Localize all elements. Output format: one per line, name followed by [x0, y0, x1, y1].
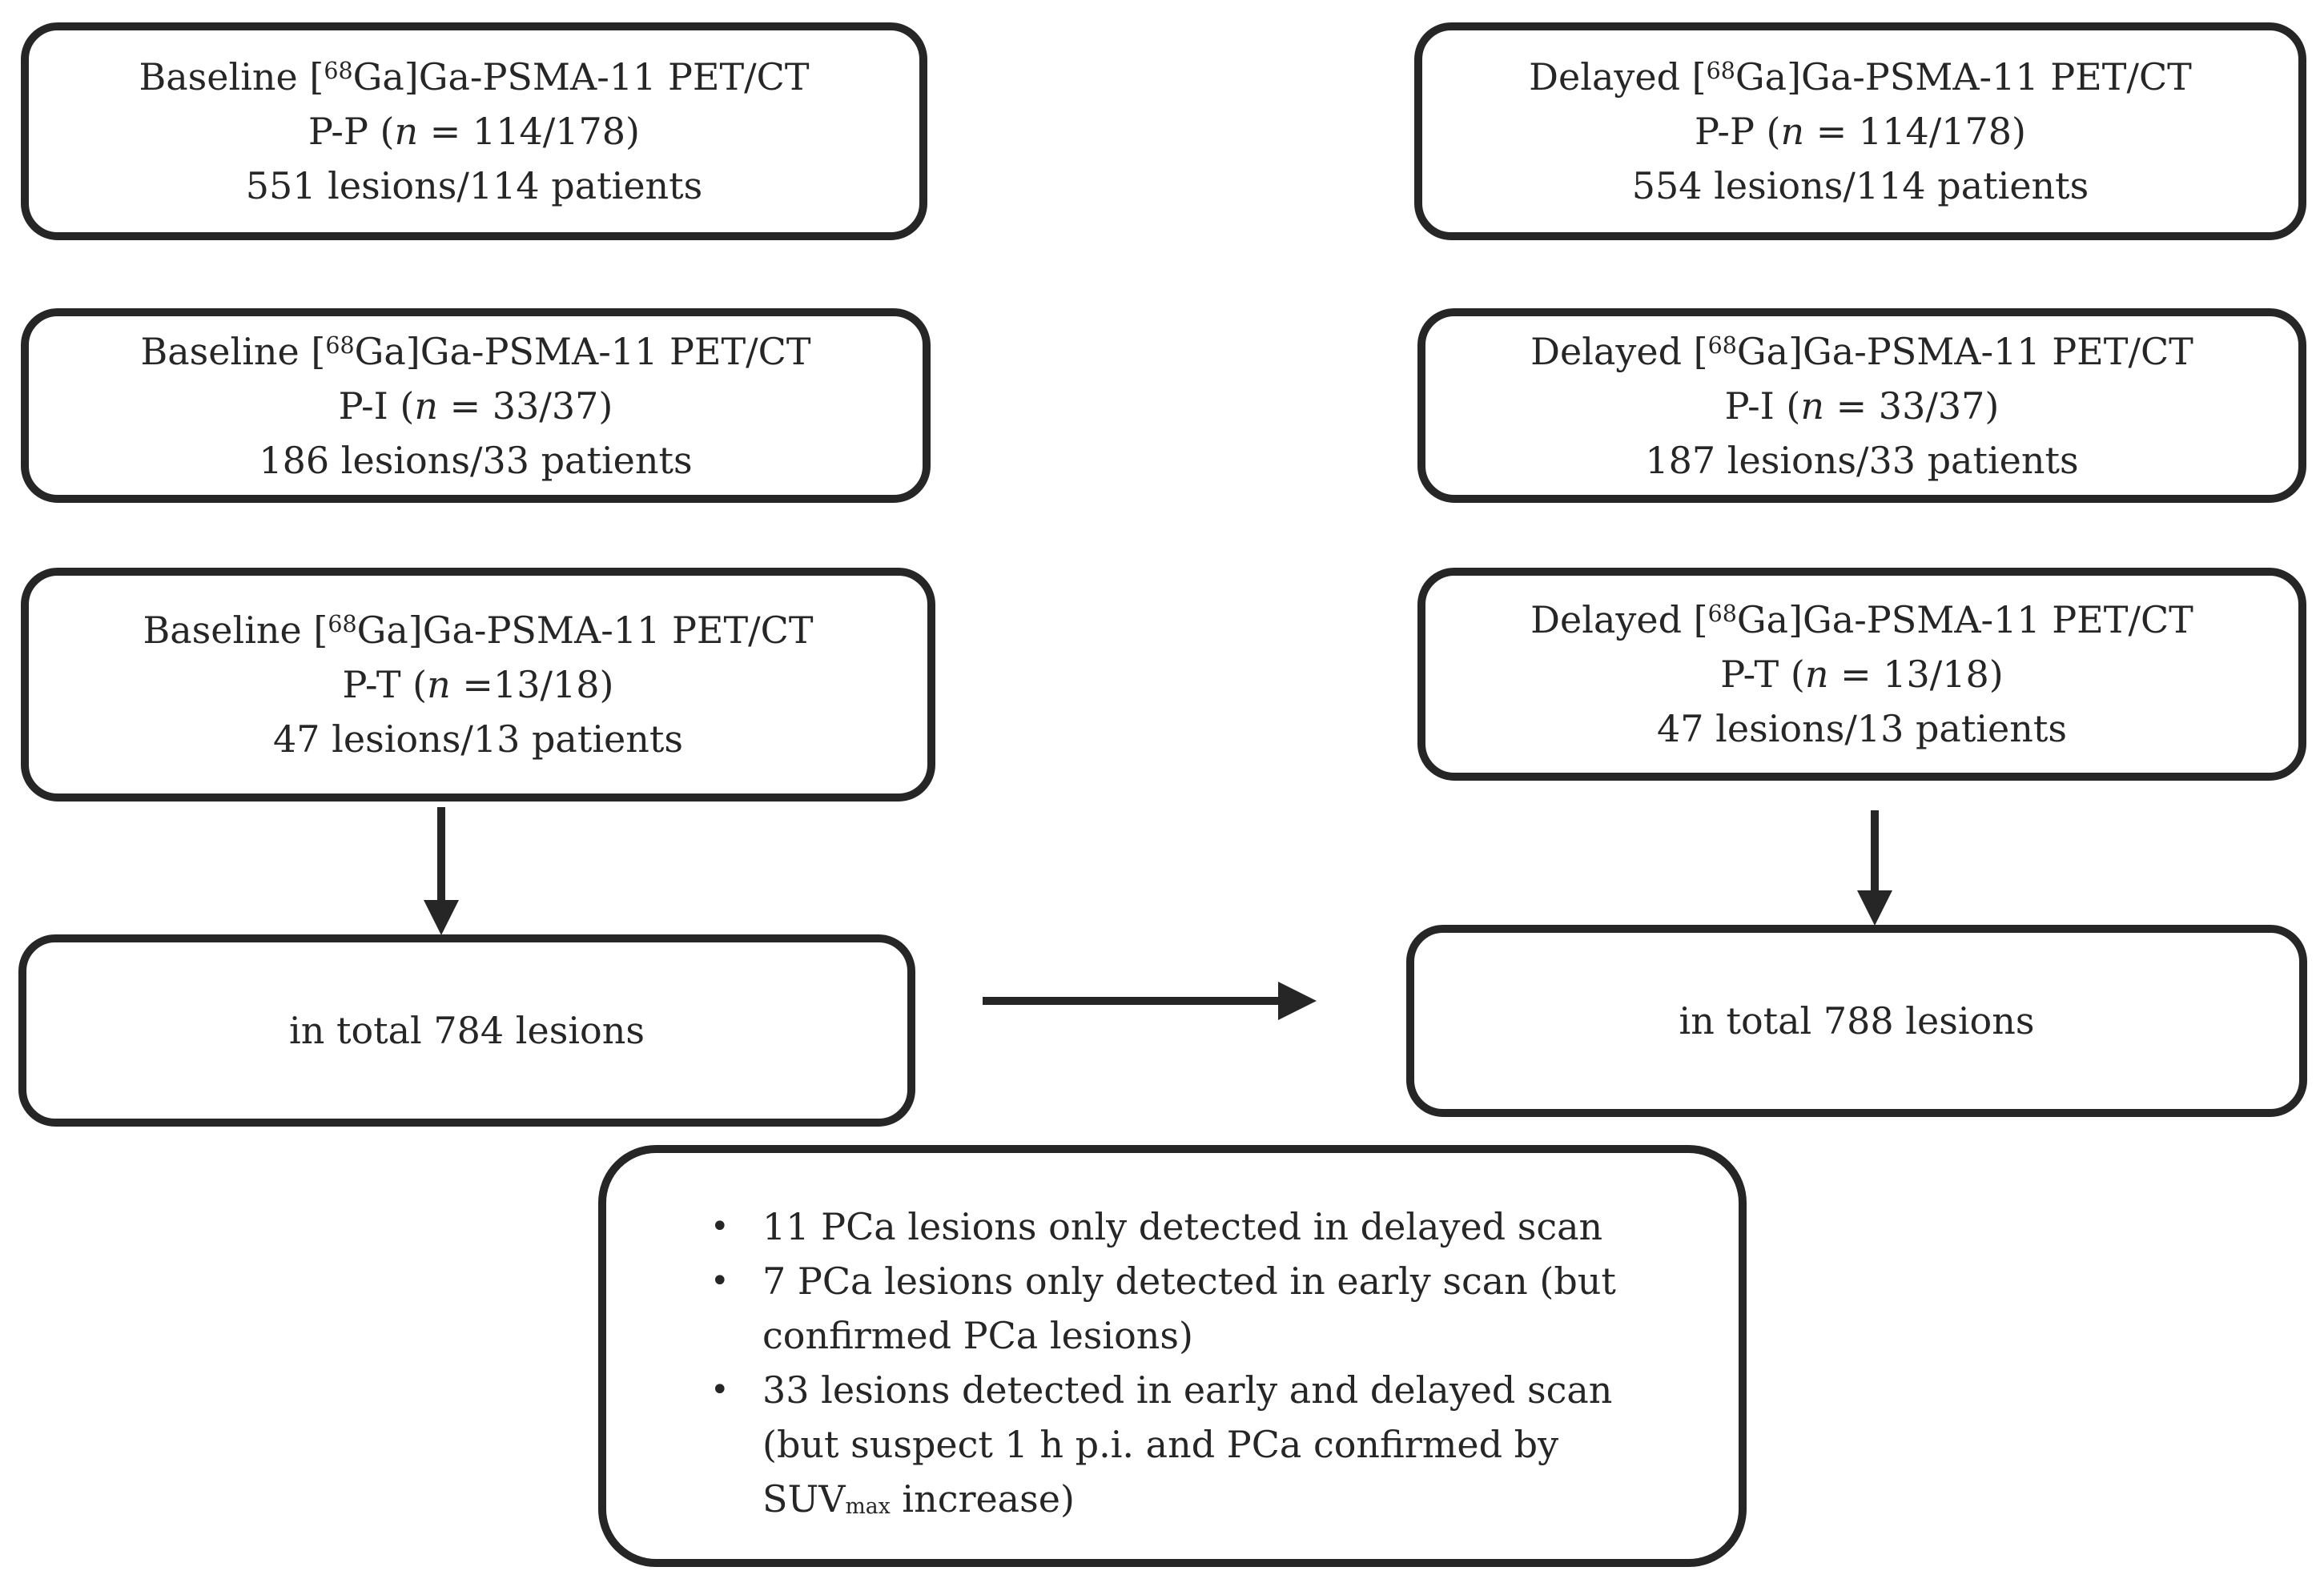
note-bullet-1: • 11 PCa lesions only detected in delaye… — [710, 1199, 1683, 1254]
title-text-post: Ga]Ga-PSMA-11 PET/CT — [352, 55, 810, 98]
cohort-text-post: = 114/178) — [418, 110, 640, 153]
total-label: in total 784 lesions — [289, 1009, 645, 1052]
cohort-text-post: = 33/37) — [438, 384, 613, 428]
cohort-text-post: = 114/178) — [1804, 110, 2026, 153]
n-variable: n — [414, 384, 439, 428]
isotope-superscript: 68 — [328, 610, 357, 637]
note-bullet-3: • 33 lesions detected in early and delay… — [710, 1363, 1683, 1526]
isotope-superscript: 68 — [1706, 57, 1735, 84]
bullet-text: 7 PCa lesions only detected in early sca… — [762, 1254, 1683, 1363]
cohort-text-pre: P-I ( — [1724, 384, 1801, 428]
arrow-head — [1278, 982, 1317, 1020]
scan-box-title: Delayed [68Ga]Ga-PSMA-11 PET/CT — [1530, 324, 2193, 379]
total-box-baseline: in total 784 lesions — [18, 934, 915, 1127]
note-bullet-2: • 7 PCa lesions only detected in early s… — [710, 1254, 1683, 1363]
title-text-post: Ga]Ga-PSMA-11 PET/CT — [356, 609, 814, 652]
scan-box-counts: 187 lesions/33 patients — [1645, 438, 2079, 482]
title-text-post: Ga]Ga-PSMA-11 PET/CT — [1736, 598, 2193, 641]
title-text-pre: Delayed [ — [1530, 598, 1708, 641]
bullet-text-post: increase) — [890, 1477, 1075, 1521]
scan-box-cohort: P-I (n = 33/37) — [339, 379, 613, 433]
n-variable: n — [1800, 384, 1825, 428]
cohort-text-post: = 33/37) — [1824, 384, 2000, 428]
scan-box-counts: 551 lesions/114 patients — [245, 164, 703, 207]
arrow-head — [424, 900, 459, 935]
total-box-delayed: in total 788 lesions — [1406, 925, 2307, 1117]
arrow-stem — [1871, 810, 1879, 892]
scan-box-cohort: P-P (n = 114/178) — [1695, 104, 2026, 159]
cohort-text-pre: P-I ( — [338, 384, 415, 428]
scan-box-cohort: P-T (n =13/18) — [343, 657, 614, 712]
title-text-pre: Baseline [ — [143, 609, 328, 652]
title-text-post: Ga]Ga-PSMA-11 PET/CT — [354, 329, 811, 373]
n-variable: n — [1780, 110, 1805, 153]
cohort-text-post: =13/18) — [450, 663, 614, 706]
scan-box-title: Baseline [68Ga]Ga-PSMA-11 PET/CT — [140, 324, 810, 379]
scan-box-counts: 47 lesions/13 patients — [273, 717, 683, 761]
isotope-superscript: 68 — [325, 331, 355, 359]
bullet-icon: • — [710, 1208, 730, 1245]
scan-box-counts: 186 lesions/33 patients — [259, 438, 693, 482]
title-text-post: Ga]Ga-PSMA-11 PET/CT — [1736, 329, 2193, 373]
n-variable: n — [1804, 653, 1829, 696]
scan-box-baseline-pt: Baseline [68Ga]Ga-PSMA-11 PET/CT P-T (n … — [21, 568, 935, 802]
total-label: in total 788 lesions — [1679, 999, 2035, 1043]
title-text-pre: Baseline [ — [140, 329, 326, 373]
arrow-head — [1857, 890, 1892, 926]
title-text-pre: Baseline [ — [139, 55, 324, 98]
cohort-text-pre: P-T ( — [1720, 653, 1805, 696]
cohort-text-pre: P-P ( — [308, 110, 395, 153]
scan-box-cohort: P-T (n = 13/18) — [1720, 647, 2004, 701]
bullet-text-main: 11 PCa lesions only detected in delayed … — [762, 1205, 1603, 1248]
bullet-icon: • — [710, 1372, 730, 1408]
n-variable: n — [427, 663, 451, 706]
bullet-text-main: 7 PCa lesions only detected in early sca… — [762, 1260, 1616, 1357]
bullet-text: 11 PCa lesions only detected in delayed … — [762, 1199, 1683, 1254]
title-text-post: Ga]Ga-PSMA-11 PET/CT — [1735, 55, 2192, 98]
n-variable: n — [394, 110, 419, 153]
isotope-superscript: 68 — [1707, 600, 1737, 627]
cohort-text-pre: P-P ( — [1695, 110, 1781, 153]
bullet-icon: • — [710, 1263, 730, 1300]
scan-box-counts: 47 lesions/13 patients — [1657, 707, 2067, 750]
scan-box-counts: 554 lesions/114 patients — [1631, 164, 2089, 207]
scan-box-title: Delayed [68Ga]Ga-PSMA-11 PET/CT — [1530, 593, 2193, 647]
scan-box-delayed-pi: Delayed [68Ga]Ga-PSMA-11 PET/CT P-I (n =… — [1417, 308, 2306, 503]
isotope-superscript: 68 — [324, 57, 353, 84]
scan-box-delayed-pt: Delayed [68Ga]Ga-PSMA-11 PET/CT P-T (n =… — [1417, 568, 2306, 781]
scan-box-baseline-pi: Baseline [68Ga]Ga-PSMA-11 PET/CT P-I (n … — [21, 308, 931, 503]
cohort-text-pre: P-T ( — [342, 663, 428, 706]
notes-box: • 11 PCa lesions only detected in delaye… — [598, 1145, 1747, 1567]
isotope-superscript: 68 — [1707, 331, 1737, 359]
scan-box-baseline-pp: Baseline [68Ga]Ga-PSMA-11 PET/CT P-P (n … — [21, 22, 927, 240]
arrow-stem — [983, 997, 1279, 1005]
bullet-text-main: 33 lesions detected in early and delayed… — [762, 1368, 1613, 1521]
title-text-pre: Delayed [ — [1529, 55, 1707, 98]
scan-box-title: Baseline [68Ga]Ga-PSMA-11 PET/CT — [139, 50, 809, 104]
scan-box-cohort: P-P (n = 114/178) — [308, 104, 640, 159]
scan-box-cohort: P-I (n = 33/37) — [1725, 379, 2000, 433]
scan-box-title: Baseline [68Ga]Ga-PSMA-11 PET/CT — [143, 603, 813, 657]
title-text-pre: Delayed [ — [1530, 329, 1708, 373]
scan-box-delayed-pp: Delayed [68Ga]Ga-PSMA-11 PET/CT P-P (n =… — [1414, 22, 2306, 240]
suvmax-subscript: max — [845, 1494, 891, 1520]
cohort-text-post: = 13/18) — [1828, 653, 2004, 696]
arrow-stem — [437, 807, 445, 902]
scan-box-title: Delayed [68Ga]Ga-PSMA-11 PET/CT — [1529, 50, 2192, 104]
bullet-text: 33 lesions detected in early and delayed… — [762, 1363, 1683, 1526]
